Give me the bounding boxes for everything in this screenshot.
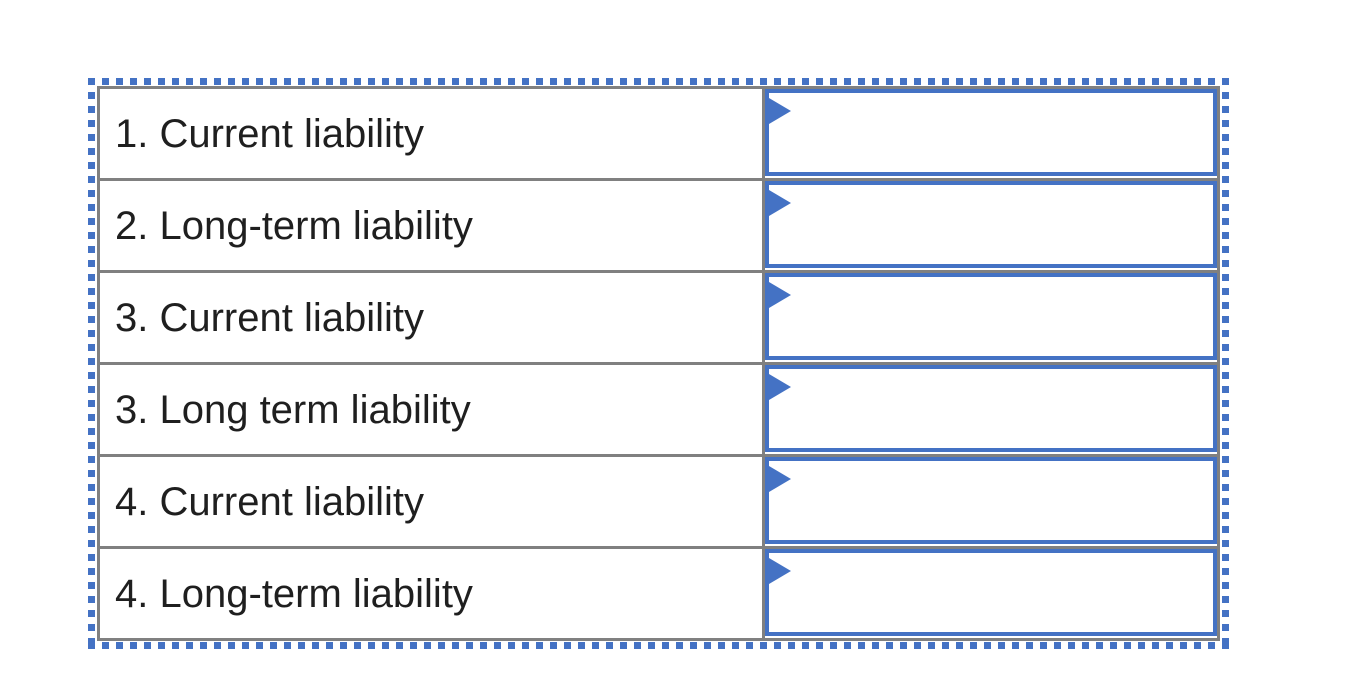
- flag-marker-icon: [769, 98, 791, 124]
- flag-marker-icon: [769, 558, 791, 584]
- answer-dropdown[interactable]: [765, 457, 1217, 544]
- answer-cell: [765, 365, 1217, 454]
- answer-dropdown[interactable]: [765, 365, 1217, 452]
- answer-dropdown[interactable]: [765, 89, 1217, 176]
- table-row: 4. Long-term liability: [100, 549, 1217, 638]
- row-label: 1. Current liability: [100, 89, 765, 178]
- table-row: 1. Current liability: [100, 89, 1217, 181]
- flag-marker-icon: [769, 282, 791, 308]
- selection-border-left: [88, 78, 95, 649]
- selected-table-region[interactable]: 1. Current liability 2. Long-term liabil…: [88, 78, 1229, 649]
- row-label: 4. Long-term liability: [100, 549, 765, 638]
- table-row: 3. Current liability: [100, 273, 1217, 365]
- flag-marker-icon: [769, 466, 791, 492]
- answer-dropdown[interactable]: [765, 273, 1217, 360]
- flag-marker-icon: [769, 190, 791, 216]
- row-label: 4. Current liability: [100, 457, 765, 546]
- table-row: 3. Long term liability: [100, 365, 1217, 457]
- answer-dropdown[interactable]: [765, 549, 1217, 636]
- answer-cell: [765, 89, 1217, 178]
- table-row: 2. Long-term liability: [100, 181, 1217, 273]
- matching-table: 1. Current liability 2. Long-term liabil…: [97, 86, 1220, 641]
- row-label: 3. Long term liability: [100, 365, 765, 454]
- flag-marker-icon: [769, 374, 791, 400]
- answer-cell: [765, 181, 1217, 270]
- answer-cell: [765, 549, 1217, 638]
- answer-dropdown[interactable]: [765, 181, 1217, 268]
- row-label: 2. Long-term liability: [100, 181, 765, 270]
- table-row: 4. Current liability: [100, 457, 1217, 549]
- answer-cell: [765, 273, 1217, 362]
- selection-border-right: [1222, 78, 1229, 649]
- answer-cell: [765, 457, 1217, 546]
- row-label: 3. Current liability: [100, 273, 765, 362]
- selection-border-top: [88, 78, 1229, 85]
- selection-border-bottom: [88, 642, 1229, 649]
